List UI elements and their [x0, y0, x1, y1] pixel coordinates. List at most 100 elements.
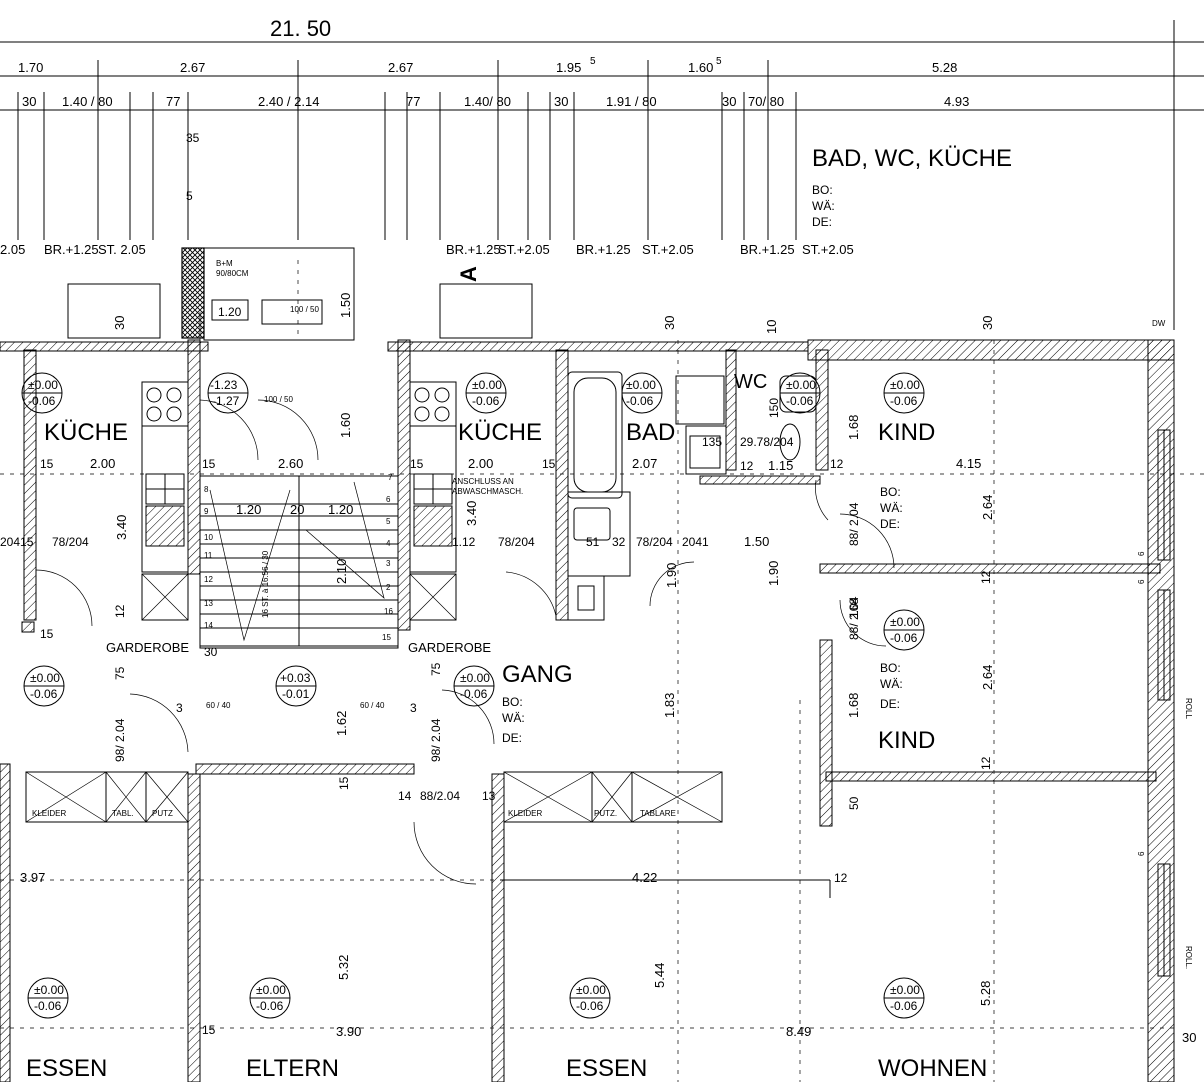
room-label-kueche: KÜCHE: [458, 419, 542, 446]
svg-text:DE:: DE:: [880, 517, 900, 531]
svg-text:100 / 50: 100 / 50: [290, 305, 319, 314]
svg-text:12: 12: [830, 457, 844, 471]
svg-text:1.50: 1.50: [338, 293, 353, 318]
svg-text:WÄ:: WÄ:: [880, 501, 903, 515]
level-bottom: -0.06: [28, 394, 56, 408]
svg-text:3.97: 3.97: [20, 870, 45, 885]
section-marker: A: [456, 266, 481, 282]
dim-label: 1.40/ 80: [464, 94, 511, 109]
svg-text:1.83: 1.83: [662, 693, 677, 718]
svg-text:150: 150: [767, 398, 781, 418]
svg-text:75: 75: [113, 666, 127, 680]
bathroom-fixtures: [567, 371, 817, 621]
svg-text:5: 5: [186, 189, 193, 203]
svg-text:98/ 2.04: 98/ 2.04: [429, 718, 443, 762]
svg-text:PUTZ.: PUTZ.: [594, 809, 617, 818]
dim-label: 77: [406, 94, 420, 109]
room-label-wohnen: WOHNEN: [878, 1055, 987, 1082]
svg-text:30: 30: [662, 316, 677, 330]
svg-text:5.44: 5.44: [652, 963, 667, 988]
dim-label: 30: [722, 94, 736, 109]
svg-text:WÄ:: WÄ:: [502, 711, 525, 725]
room-labels: KÜCHE KÜCHE BAD WC KIND KIND GANG GARDER…: [26, 371, 987, 1082]
svg-text:9: 9: [204, 507, 209, 516]
staircase: [199, 475, 399, 649]
svg-text:1.15: 1.15: [768, 458, 793, 473]
svg-text:PUTZ: PUTZ: [152, 809, 173, 818]
dim-label: 5.28: [932, 60, 957, 75]
svg-text:1.90: 1.90: [766, 561, 781, 586]
svg-text:2.64: 2.64: [980, 495, 995, 520]
note-dw: DW: [1152, 319, 1166, 328]
dimension-labels: 1.20 1.20 1.20 1.60 1.50 35 5 30 30 30 3…: [0, 131, 1196, 1045]
svg-text:60 / 40: 60 / 40: [206, 701, 231, 710]
level-bottom: -0.06: [576, 999, 604, 1013]
level-bottom: -0.06: [30, 687, 58, 701]
svg-text:50: 50: [847, 796, 861, 810]
kitchen-fixtures: [141, 381, 457, 621]
svg-text:15: 15: [410, 457, 424, 471]
svg-text:10: 10: [204, 533, 213, 542]
svg-text:2.10: 2.10: [334, 559, 349, 584]
svg-text:3: 3: [386, 559, 391, 568]
dimension-row-2: 30 1.40 / 80 77 2.40 / 2.14 77 1.40/ 80 …: [22, 94, 969, 109]
dim-label: 1.95: [556, 60, 581, 75]
svg-text:4.15: 4.15: [956, 456, 981, 471]
svg-text:15: 15: [202, 457, 216, 471]
window-note: ST.+2.05: [802, 242, 854, 257]
level-top: ±0.00: [626, 378, 656, 392]
svg-text:8: 8: [204, 485, 209, 494]
svg-text:12: 12: [113, 604, 127, 618]
svg-text:KLEIDER: KLEIDER: [508, 809, 542, 818]
balcony-box: [439, 283, 533, 339]
level-bottom: -0.06: [256, 999, 284, 1013]
dim-label: 4.93: [944, 94, 969, 109]
svg-text:30: 30: [112, 316, 127, 330]
svg-text:6: 6: [1137, 851, 1146, 856]
svg-text:12: 12: [979, 570, 993, 584]
svg-text:5.32: 5.32: [336, 955, 351, 980]
level-top: ±0.00: [890, 378, 920, 392]
legend-de: DE:: [812, 215, 832, 229]
notes: ANSCHLUSS AN ABWASCHMASCH. ROLL ROLL. DW: [452, 319, 1193, 969]
svg-text:15: 15: [40, 627, 54, 641]
svg-text:135: 135: [702, 435, 722, 449]
overall-width-label: 21. 50: [270, 16, 331, 41]
room-label-kind: KIND: [878, 419, 935, 446]
dim-label: 2.67: [388, 60, 413, 75]
window-note: BR.+1.25: [446, 242, 501, 257]
svg-text:88/ 2.04: 88/ 2.04: [847, 596, 861, 640]
svg-text:6: 6: [386, 495, 391, 504]
svg-text:100 / 50: 100 / 50: [264, 395, 293, 404]
window-note: BR.+1.25: [576, 242, 631, 257]
svg-text:35: 35: [186, 131, 200, 145]
note-anschluss: ANSCHLUSS AN: [452, 477, 514, 486]
svg-text:51: 51: [586, 535, 600, 549]
legend-wa: WÄ:: [812, 199, 835, 213]
svg-text:29.78/204: 29.78/204: [740, 435, 794, 449]
svg-text:30: 30: [1182, 1030, 1196, 1045]
dim-label: 1.40 / 80: [62, 94, 113, 109]
svg-text:DE:: DE:: [880, 697, 900, 711]
dim-label: 1.70: [18, 60, 43, 75]
svg-text:1.68: 1.68: [846, 693, 861, 718]
dim-label: 70/ 80: [748, 94, 784, 109]
room-label-bad: BAD: [626, 419, 675, 446]
level-top: ±0.00: [30, 671, 60, 685]
vent-box: [261, 299, 323, 325]
svg-text:1.20: 1.20: [218, 305, 242, 319]
level-bottom: -0.01: [282, 687, 310, 701]
interior-walls: [0, 339, 1161, 1082]
svg-text:KLEIDER: KLEIDER: [32, 809, 66, 818]
closet-labels: KLEIDER TABL. PUTZ KLEIDER PUTZ. TABLARE: [32, 809, 676, 818]
svg-text:16: 16: [384, 607, 393, 616]
level-top: +0.03: [280, 671, 311, 685]
dimension-row-1: 1.70 2.67 2.67 1.95 5 1.60 5 5.28: [18, 56, 957, 75]
room-label-essen: ESSEN: [566, 1055, 647, 1082]
top-dimension-lines: [0, 20, 1204, 330]
svg-text:2.60: 2.60: [278, 456, 303, 471]
level-top: ±0.00: [472, 378, 502, 392]
balcony-box: [67, 283, 161, 339]
dim-label: 30: [22, 94, 36, 109]
